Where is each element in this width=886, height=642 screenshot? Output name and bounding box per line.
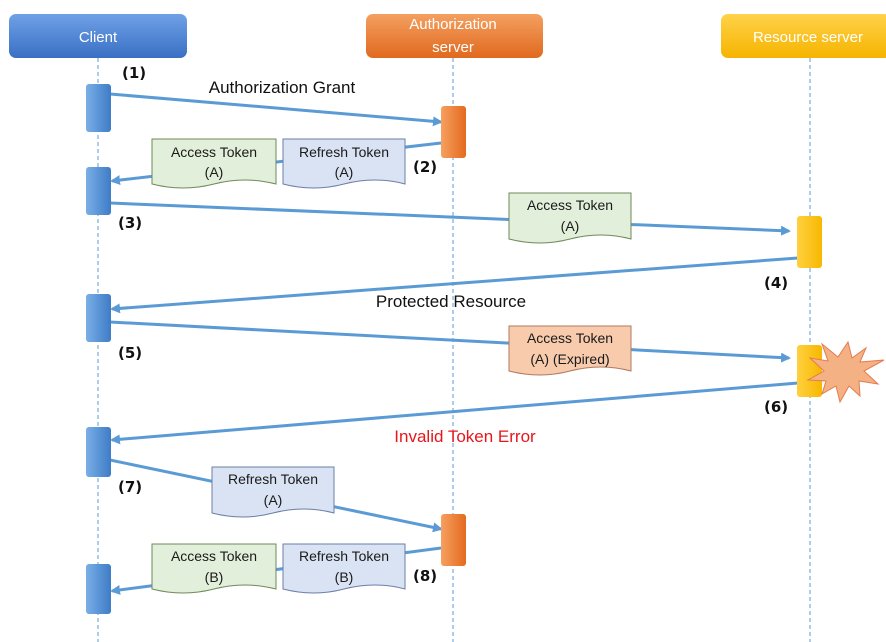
client-activation-5 xyxy=(86,564,111,614)
token-label-line1: Access Token xyxy=(171,144,257,160)
token-label-line2: (A) xyxy=(335,164,354,180)
message-authorization-grant: Authorization Grant xyxy=(209,78,356,97)
client-activation-3 xyxy=(86,294,111,342)
message-protected-resource: Protected Resource xyxy=(376,292,526,311)
client-header-label: Client xyxy=(79,29,118,46)
token-label-line2: (A) xyxy=(205,164,224,180)
step-label-1: (1) xyxy=(122,64,146,82)
auth-activation-2 xyxy=(441,514,466,566)
client-header: Client xyxy=(9,14,187,58)
token-label-line1: Refresh Token xyxy=(299,144,389,160)
client-activation-2 xyxy=(86,167,111,215)
auth-server-header-label-line2: server xyxy=(432,39,474,56)
arrow-authorization-grant xyxy=(109,92,443,127)
auth-activation-1 xyxy=(441,106,466,158)
token-label-line2: (A) xyxy=(264,492,283,508)
token-access-a-2: Access Token (A) xyxy=(508,192,632,244)
step-label-8: (8) xyxy=(413,567,437,585)
error-burst-icon xyxy=(806,340,885,404)
token-label-line1: Refresh Token xyxy=(299,548,389,564)
step-label-7: (7) xyxy=(118,478,142,496)
resource-server-header: Resource server xyxy=(721,14,886,58)
token-refresh-a-1: Refresh Token (A) xyxy=(282,138,406,189)
message-invalid-token-error: Invalid Token Error xyxy=(394,427,536,446)
token-refresh-a-2: Refresh Token (A) xyxy=(211,466,335,518)
arrow-expired-token-to-resource xyxy=(109,320,791,363)
token-label-line1: Access Token xyxy=(527,330,613,346)
token-label-line2: (A) (Expired) xyxy=(530,351,609,367)
step-label-2: (2) xyxy=(413,158,437,176)
step-label-6: (6) xyxy=(764,398,788,416)
auth-server-header: Authorization server xyxy=(366,14,543,58)
step-label-3: (3) xyxy=(118,214,142,232)
arrow-invalid-token-error xyxy=(110,381,799,445)
resource-server-header-label: Resource server xyxy=(753,29,863,46)
auth-server-header-label-line1: Authorization xyxy=(409,16,497,33)
step-label-5: (5) xyxy=(118,344,142,362)
token-label-line1: Access Token xyxy=(527,197,613,213)
token-label-line1: Access Token xyxy=(171,548,257,564)
token-access-a-expired: Access Token (A) (Expired) xyxy=(508,325,632,376)
resource-activation-1 xyxy=(797,216,822,268)
token-access-b: Access Token (B) xyxy=(151,543,277,594)
token-label-line2: (B) xyxy=(335,569,354,585)
step-label-4: (4) xyxy=(764,274,788,292)
client-activation-1 xyxy=(86,84,111,132)
token-label-line2: (B) xyxy=(205,569,224,585)
client-activation-4 xyxy=(86,427,111,477)
arrow-access-token-to-resource xyxy=(109,201,791,236)
arrow-protected-resource xyxy=(110,256,799,314)
token-refresh-b: Refresh Token (B) xyxy=(282,543,406,594)
token-access-a-1: Access Token (A) xyxy=(151,138,277,189)
token-label-line1: Refresh Token xyxy=(228,471,318,487)
token-label-line2: (A) xyxy=(561,218,580,234)
resource-activation-2 xyxy=(797,345,822,397)
